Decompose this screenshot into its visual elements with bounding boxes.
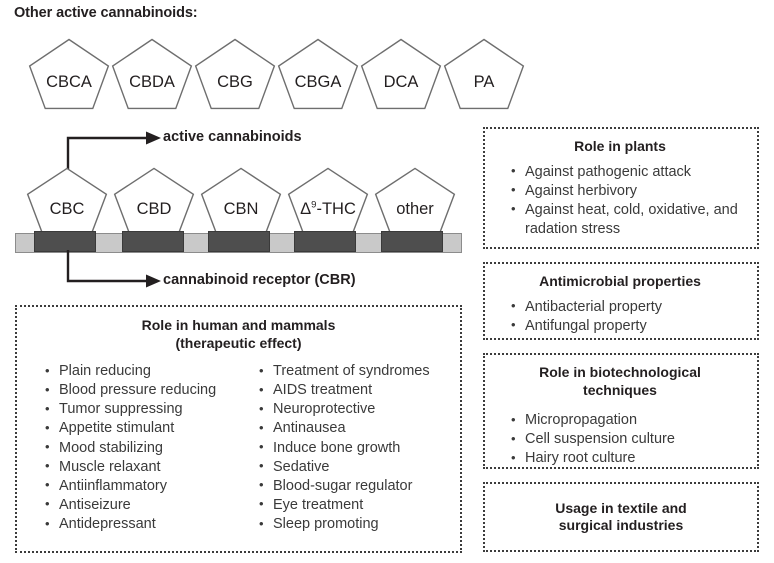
list-item: Sedative [257,457,457,477]
box-plants-list: Against pathogenic attackAgainst herbivo… [491,162,749,240]
box-plants-title: Role in plants [574,138,666,154]
list-item: Blood pressure reducing [43,381,257,400]
list-item: Against pathogenic attack [509,162,749,182]
pentagon-shape [360,38,442,110]
cannabinoid-receptor-block [294,231,356,252]
pentagon-dca: DCA [360,38,442,110]
box-antimicrobial-title: Antimicrobial properties [539,273,701,289]
pentagon-other: other [374,167,456,237]
pentagon-cbca: CBCA [28,38,110,110]
box-role-in-human-and-mammals: Role in human and mammals (therapeutic e… [15,305,462,553]
pentagon-cbn: CBN [200,167,282,237]
list-item: Hairy root culture [509,449,749,468]
pentagon-shape [443,38,525,110]
pentagon-shape [194,38,276,110]
list-item: Plain reducing [43,361,257,381]
list-item: Eye treatment [257,495,457,515]
box-role-in-plants: Role in plants Against pathogenic attack… [483,127,759,249]
list-item: Antiinflammatory [43,476,257,496]
pentagon-shape [287,167,369,237]
list-item: Antiseizure [43,495,257,515]
cannabinoid-receptor-block [208,231,270,252]
list-item: Muscle relaxant [43,457,257,477]
pentagon-cbc: CBC [26,167,108,237]
box-human-list-left: Plain reducingBlood pressure reducingTum… [43,361,257,534]
pentagon--9-thc: Δ9-THC [287,167,369,237]
list-item: Against heat, cold, oxidative, and radat… [509,200,749,239]
pentagon-cbda: CBDA [111,38,193,110]
box-biotech-title-line1: Role in biotechnological [539,364,701,380]
box-biotech-title-line2: techniques [583,381,657,398]
list-item: Antidepressant [43,514,257,534]
list-item: Blood-sugar regulator [257,476,457,496]
box-human-title: Role in human and mammals (therapeutic e… [17,317,460,352]
pentagon-shape [28,38,110,110]
box-role-in-biotechnological-techniques: Role in biotechnological techniques Micr… [483,353,759,469]
list-item: Antifungal property [509,316,749,336]
list-item: Antibacterial property [509,297,749,317]
pentagon-shape [374,167,456,237]
box-usage-title-line1: Usage in textile and [555,499,687,516]
box-antimicrobial-properties: Antimicrobial properties Antibacterial p… [483,262,759,340]
pentagon-cbga: CBGA [277,38,359,110]
cannabinoid-receptor-block [34,231,96,252]
list-item: AIDS treatment [257,381,457,400]
list-item: Mood stabilizing [43,438,257,458]
list-item: Antinausea [257,419,457,438]
cannabinoid-receptor-arrow [66,250,161,288]
box-biotech-title: Role in biotechnological techniques [491,364,749,399]
pentagon-shape [200,167,282,237]
box-human-columns: Plain reducingBlood pressure reducingTum… [17,361,460,534]
list-item: Treatment of syndromes [257,361,457,381]
pentagon-pa: PA [443,38,525,110]
list-item: Against herbivory [509,181,749,201]
list-item: Induce bone growth [257,438,457,458]
list-item: Neuroprotective [257,400,457,419]
box-antimicrobial-list: Antibacterial propertyAntifungal propert… [491,297,749,336]
cannabinoid-receptor-block [381,231,443,252]
pentagon-shape [26,167,108,237]
active-cannabinoids-arrow [66,131,161,180]
box-human-title-line1: Role in human and mammals [141,317,336,333]
pentagon-shape [111,38,193,110]
pentagon-cbg: CBG [194,38,276,110]
box-human-list-right: Treatment of syndromesAIDS treatmentNeur… [257,361,457,534]
page-title: Other active cannabinoids: [14,5,198,21]
list-item: Appetite stimulant [43,419,257,438]
box-usage-in-textile-and-surgical-industries: Usage in textile and surgical industries [483,482,759,552]
cannabinoid-receptor-block [122,231,184,252]
active-cannabinoids-label: active cannabinoids [163,129,302,145]
box-usage-title: Usage in textile and surgical industries [555,500,686,535]
cannabinoid-receptor-label: cannabinoid receptor (CBR) [163,272,356,288]
box-usage-title-line2: surgical industries [558,517,684,533]
list-item: Micropropagation [509,410,749,430]
pentagon-cbd: CBD [113,167,195,237]
list-item: Cell suspension culture [509,430,749,449]
list-item: Sleep promoting [257,514,457,534]
list-item: Tumor suppressing [43,400,257,419]
pentagon-shape [113,167,195,237]
pentagon-shape [277,38,359,110]
box-biotech-list: MicropropagationCell suspension cultureH… [491,410,749,468]
box-human-title-line2: (therapeutic effect) [175,334,302,351]
